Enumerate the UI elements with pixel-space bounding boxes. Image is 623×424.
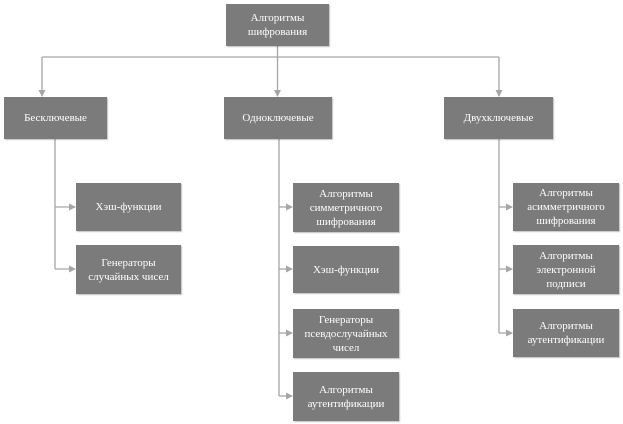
leaf-node-symmetric-encryption: Алгоритмы симметричного шифрования [293, 183, 399, 232]
leaf-node-digital-signature: Алгоритмы электронной подписи [513, 245, 619, 294]
leaf-node-pseudorandom-generators: Генераторы псевдослучайных чисел [293, 309, 399, 358]
leaf-node-two-key-authentication: Алгоритмы аутентификации [513, 309, 619, 357]
leaf-node-keyless-hash-functions: Хэш-функции [76, 183, 181, 231]
leaf-node-single-key-authentication: Алгоритмы аутентификации [293, 372, 399, 421]
category-node-keyless: Бесключевые [4, 97, 107, 139]
leaf-node-keyless-random-generators: Генераторы случайных чисел [76, 245, 181, 294]
category-node-two-key: Двухключевые [444, 97, 553, 139]
root-node-encryption-algorithms: Алгоритмы шифрования [226, 4, 329, 46]
category-node-single-key: Одноключевые [224, 97, 332, 139]
leaf-node-single-key-hash-functions: Хэш-функции [293, 246, 399, 293]
leaf-node-asymmetric-encryption: Алгоритмы асимметричного шифрования [513, 183, 619, 231]
